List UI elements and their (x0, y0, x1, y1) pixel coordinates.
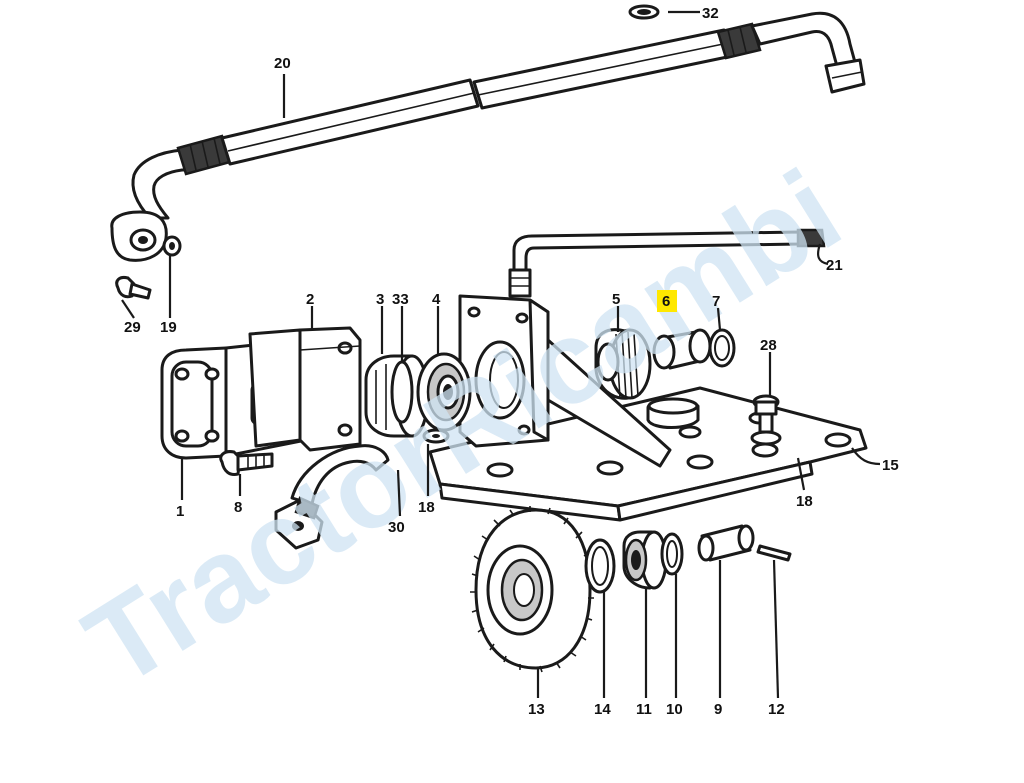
part-30-drain-hose[interactable] (274, 444, 390, 550)
part-5-drive-gear[interactable] (594, 328, 652, 400)
callout-21: 21 (826, 257, 843, 274)
callout-33: 33 (392, 291, 409, 308)
leader-lines (121, 10, 881, 699)
part-13-large-gear[interactable] (470, 506, 595, 673)
callout-32: 32 (702, 5, 719, 22)
callout-labels: 20 32 21 29 19 2 3 33 4 5 6 7 28 1 8 30 … (124, 5, 899, 718)
callout-13: 13 (528, 701, 545, 718)
part-8-stud-bolt[interactable] (219, 450, 274, 476)
part-2-pump-cover[interactable] (248, 326, 362, 452)
callout-8: 8 (234, 499, 242, 516)
part-29-banjo-bolt[interactable] (115, 276, 152, 300)
part-11-bearing[interactable] (622, 530, 668, 590)
callout-29: 29 (124, 319, 141, 336)
part-18-washer-left[interactable] (422, 428, 450, 444)
part-14-snap-ring[interactable] (584, 538, 616, 594)
part-7-circlip[interactable] (708, 328, 736, 368)
callout-14: 14 (594, 701, 611, 718)
part-9-shaft-pin[interactable] (697, 524, 755, 562)
part-28-bolt[interactable] (750, 394, 782, 446)
part-19-copper-washer[interactable] (162, 235, 182, 257)
part-15-upright-bracket[interactable] (458, 294, 672, 468)
callout-7: 7 (712, 293, 720, 310)
callout-5: 5 (612, 291, 620, 308)
callout-12: 12 (768, 701, 785, 718)
part-12-split-pin[interactable] (756, 544, 792, 562)
callout-30: 30 (388, 519, 405, 536)
callout-20: 20 (274, 55, 291, 72)
callout-1: 1 (176, 503, 184, 520)
callout-4: 4 (432, 291, 441, 308)
callout-6-highlight (657, 290, 677, 312)
callout-3: 3 (376, 291, 384, 308)
callout-2: 2 (306, 291, 314, 308)
callout-15: 15 (882, 457, 899, 474)
callout-28: 28 (760, 337, 777, 354)
part-20-hydraulic-pipe[interactable] (110, 11, 866, 262)
callout-6: 6 (662, 293, 670, 310)
callout-18-left: 18 (418, 499, 435, 516)
callout-11: 11 (636, 701, 652, 718)
part-21-small-pipe[interactable] (508, 228, 826, 298)
callout-18-right: 18 (796, 493, 813, 510)
part-6-bushing[interactable] (652, 328, 712, 370)
callout-19: 19 (160, 319, 177, 336)
callout-9: 9 (714, 701, 722, 718)
callout-10: 10 (666, 701, 683, 718)
part-10-shim-ring[interactable] (660, 532, 684, 576)
part-32-seal-ring[interactable] (628, 4, 660, 20)
